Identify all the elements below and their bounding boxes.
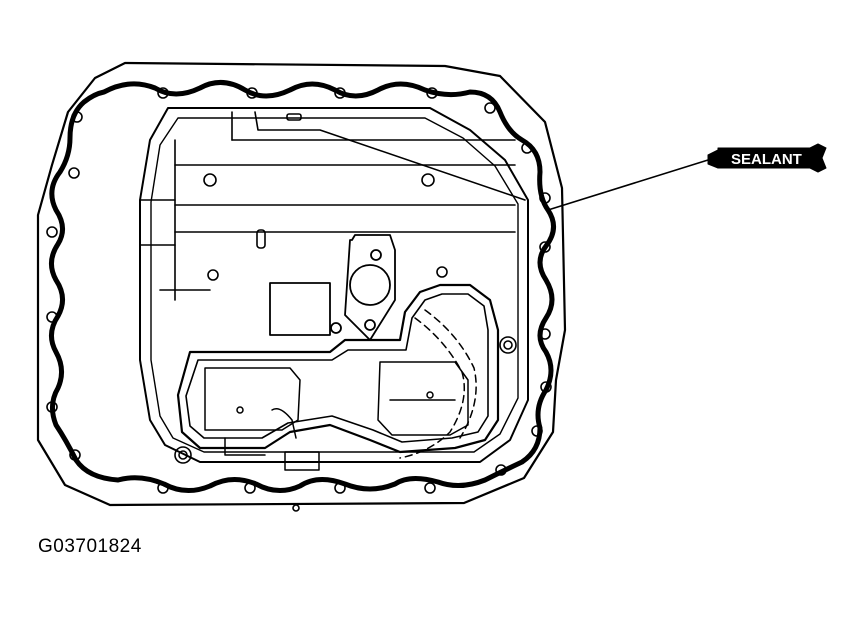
baffle-pockets <box>204 309 477 471</box>
sealant-leader-line <box>547 159 709 211</box>
floor-holes <box>203 113 448 281</box>
pan-inner-wall-2 <box>150 117 519 453</box>
strainer-boss <box>269 234 396 341</box>
sealant-tube-icon <box>707 143 827 173</box>
internal-bolts <box>174 336 517 512</box>
baffle-gasket-inner <box>185 293 489 443</box>
pan-ribs <box>139 111 526 301</box>
figure-code: G03701824 <box>38 536 142 557</box>
sealant-bead <box>49 80 556 493</box>
pan-outer-flange <box>36 61 567 507</box>
flange-bolt-holes <box>46 87 552 494</box>
baffle-gasket <box>176 283 500 454</box>
sealant-label: SEALANT <box>731 151 802 168</box>
